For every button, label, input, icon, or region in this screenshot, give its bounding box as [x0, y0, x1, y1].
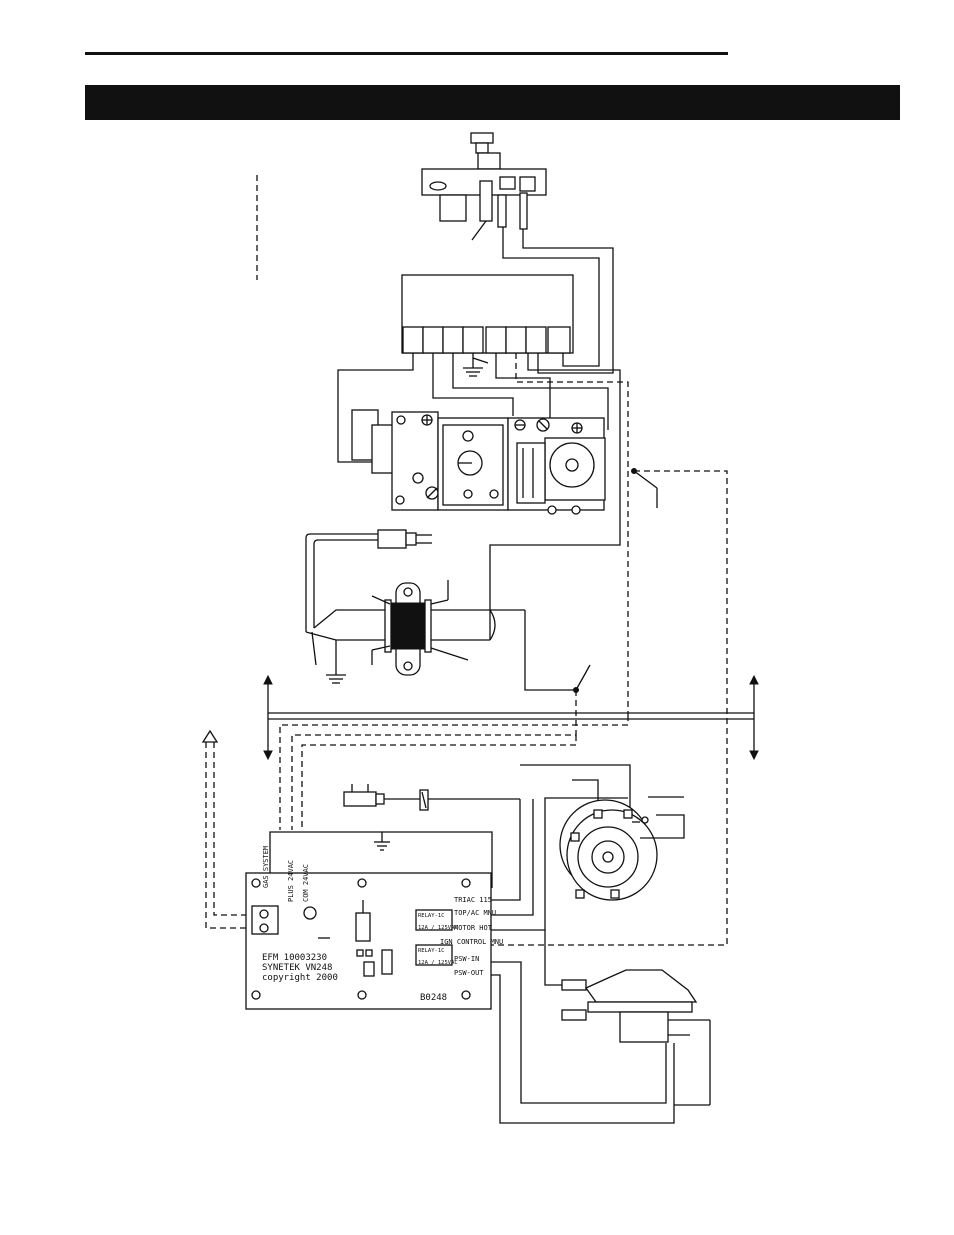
relay2-rating: 12A / 125VAC — [418, 960, 458, 966]
gas-valve — [352, 410, 605, 514]
control-board: GAS SYSTEM PLUS 24VAC COM 24VAC TRIAC 11… — [246, 846, 503, 1009]
board-code: B0248 — [420, 993, 447, 1003]
terminal-label-3: MOTOR HOT — [454, 924, 493, 932]
ground-symbol-cord — [326, 640, 346, 683]
terminal-label-5: PSW-IN — [454, 955, 479, 963]
label-gas-system: GAS SYSTEM — [262, 846, 270, 888]
terminal-label-6: PSW-OUT — [454, 969, 484, 977]
pilot-assembly — [422, 133, 546, 240]
boundary-lines — [264, 676, 758, 830]
sensor-plug — [344, 784, 520, 810]
board-copyright: copyright 2000 — [262, 973, 338, 983]
ground-symbol-module — [463, 353, 488, 376]
label-com-24vac: COM 24VAC — [302, 864, 310, 902]
terminal-label-1: TRIAC 115 — [454, 896, 492, 904]
relay1-label: RELAY-1C — [418, 913, 445, 919]
relay1-rating: 12A / 125VAC — [418, 925, 458, 931]
relay2-label: RELAY-1C — [418, 948, 445, 954]
ignition-module — [402, 275, 573, 353]
pressure-switch — [545, 930, 710, 1105]
terminal-label-2: TOP/AC MNU — [454, 909, 496, 917]
transformer — [306, 580, 525, 675]
board-part-number: EFM 10003230 — [262, 953, 327, 963]
terminal-label-4: IGN CONTROL MNU — [440, 938, 503, 946]
board-model: SYNETEK VN248 — [262, 963, 332, 973]
label-plus-24vac: PLUS 24VAC — [287, 860, 295, 902]
